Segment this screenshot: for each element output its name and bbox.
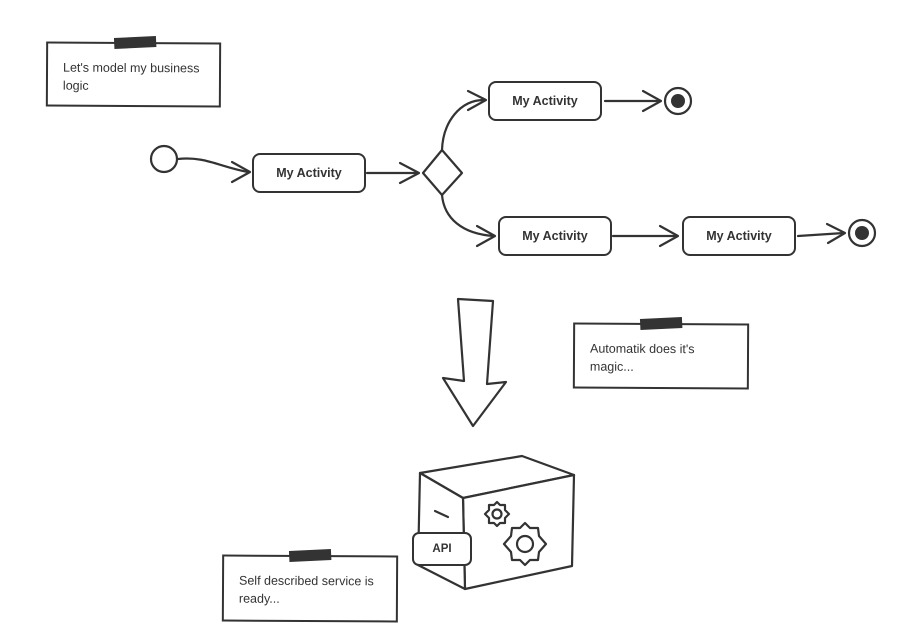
transform-arrow-icon <box>441 297 508 428</box>
initial-node[interactable] <box>149 144 179 174</box>
activity-label: My Activity <box>522 229 588 243</box>
activity-label: My Activity <box>512 94 578 108</box>
api-label: API <box>432 543 452 555</box>
tape-icon <box>639 317 683 330</box>
arrowhead-icon <box>398 161 421 185</box>
activity-start[interactable]: My Activity <box>252 153 366 193</box>
arrowhead-icon <box>641 89 663 113</box>
decision-node[interactable] <box>421 148 464 197</box>
final-node-lower[interactable] <box>847 218 877 248</box>
arrowhead-icon <box>466 89 488 112</box>
tape-icon <box>288 549 332 562</box>
arrowhead-icon <box>658 224 680 248</box>
gear-icon <box>502 521 548 567</box>
note-ready-text: Self described service is ready... <box>238 573 374 606</box>
activity-lower-first[interactable]: My Activity <box>498 216 612 256</box>
note-magic-text: Automatik does it's magic... <box>589 341 695 374</box>
flow-start-to-activity <box>176 157 250 174</box>
activity-label: My Activity <box>706 229 772 243</box>
flow-decision-to-lower <box>440 193 496 238</box>
note-ready: Self described service is ready... <box>221 549 399 623</box>
arrowhead-icon <box>825 222 847 245</box>
note-intro: Let's model my business logic <box>45 36 222 108</box>
flow-decision-to-upper <box>440 98 486 152</box>
flow-lower-second-to-final <box>796 231 846 238</box>
final-node-upper[interactable] <box>663 86 693 116</box>
gear-icon <box>483 500 511 528</box>
activity-upper[interactable]: My Activity <box>488 81 602 121</box>
activity-lower-second[interactable]: My Activity <box>682 216 796 256</box>
arrowhead-icon <box>230 160 252 184</box>
note-intro-text: Let's model my business logic <box>62 60 200 93</box>
note-magic: Automatik does it's magic... <box>572 317 750 390</box>
tape-icon <box>113 36 157 49</box>
activity-label: My Activity <box>276 166 342 180</box>
arrowhead-icon <box>475 224 497 248</box>
api-badge[interactable]: API <box>412 532 472 566</box>
